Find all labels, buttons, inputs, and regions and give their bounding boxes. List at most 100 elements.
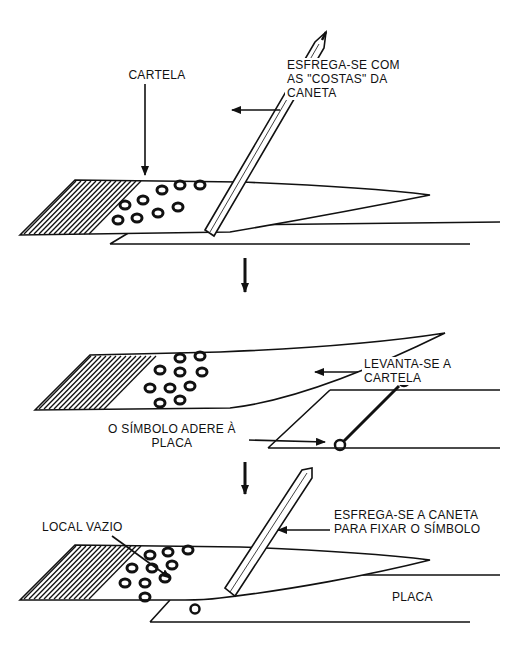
transferred-pad: [191, 605, 200, 614]
caption-label: ESFREGA-SE A CANETA PARA FIXAR O SÍMBOLO: [332, 508, 516, 536]
pad-symbol: [173, 203, 183, 211]
pad-symbol: [167, 561, 177, 569]
stripe: [29, 546, 81, 599]
stripe: [79, 546, 131, 599]
pad-symbol: [140, 593, 150, 601]
stripe: [39, 356, 91, 409]
stripe: [99, 356, 151, 409]
stripe: [29, 181, 81, 234]
pad-symbol: [157, 186, 167, 194]
stripe: [64, 356, 116, 409]
stripe: [64, 181, 116, 234]
pad-symbol: [155, 399, 165, 407]
stripe: [84, 546, 136, 599]
plate-edge: [330, 389, 500, 391]
pen: [225, 468, 312, 596]
caption-label: LOCAL VAZIO: [40, 520, 144, 534]
stripe: [39, 181, 91, 234]
caption-label: LEVANTA-SE A CARTELA: [362, 357, 471, 385]
stripe: [24, 181, 76, 234]
pad-symbol: [138, 196, 148, 204]
pad-symbol: [155, 366, 165, 374]
pad-symbol: [175, 396, 185, 404]
pad-symbol: [127, 564, 137, 572]
leader-line: [315, 371, 358, 373]
stripe: [94, 356, 146, 409]
stripe: [44, 356, 96, 409]
pad-symbol: [132, 214, 142, 222]
stripe: [59, 181, 111, 234]
stripe: [89, 181, 141, 234]
pad-symbols: [113, 181, 205, 224]
transfer-sheet: [20, 545, 430, 600]
pad-symbol: [163, 548, 173, 556]
pad-symbol: [145, 551, 155, 559]
stripe: [69, 181, 121, 234]
transferred-track: [344, 386, 399, 441]
stripe: [54, 356, 106, 409]
pad-symbol: [153, 209, 163, 217]
stripe: [49, 356, 101, 409]
transferred-pad: [335, 440, 345, 450]
pad-symbol: [197, 368, 207, 376]
pad-symbol: [195, 352, 205, 360]
caption-label: O SÍMBOLO ADERE À PLACA: [95, 422, 249, 450]
plate-edge: [268, 390, 500, 448]
pad-symbol: [120, 579, 130, 587]
pad-symbol: [175, 354, 185, 362]
pad-symbols: [145, 352, 207, 407]
stripe: [59, 546, 111, 599]
pad-symbol: [113, 216, 123, 224]
stripe: [74, 356, 126, 409]
step-arrow: [244, 258, 247, 292]
stripe: [74, 546, 126, 599]
stripe: [49, 546, 101, 599]
pen-line: [230, 473, 307, 592]
pad-symbol: [145, 384, 155, 392]
leader-line: [278, 529, 330, 531]
stripe: [34, 546, 86, 599]
pen-tip: [322, 32, 326, 40]
stripe: [89, 546, 141, 599]
panel-fix: [20, 468, 500, 622]
stripe: [49, 181, 101, 234]
stripe: [104, 356, 156, 409]
pad-symbol: [165, 384, 175, 392]
pad-symbol: [185, 382, 195, 390]
stripe: [89, 356, 141, 409]
stripe: [74, 181, 126, 234]
stripe: [69, 546, 121, 599]
stripe: [34, 181, 86, 234]
pad-symbol: [175, 368, 185, 376]
panel-rub: [20, 32, 500, 244]
leader-line: [112, 536, 170, 578]
stripe: [39, 546, 91, 599]
pad-symbol: [120, 201, 130, 209]
pad-symbol: [195, 181, 205, 189]
caption-label: CARTELA: [120, 68, 194, 82]
leader-line: [248, 440, 325, 442]
stripe: [84, 181, 136, 234]
stripe: [44, 181, 96, 234]
panel-lift: [35, 333, 500, 450]
stripe: [59, 356, 111, 409]
step-arrow: [244, 462, 247, 494]
stripe: [24, 546, 76, 599]
stripe: [79, 356, 131, 409]
pad-symbols: [120, 546, 193, 601]
stripe: [69, 356, 121, 409]
sheet-stripes: [24, 181, 141, 234]
pad-symbol: [183, 546, 193, 554]
sheet-stripes: [24, 546, 141, 599]
stripe: [44, 546, 96, 599]
caption-label: ESFREGA-SE COM AS "COSTAS" DA CANETA: [285, 58, 419, 100]
stripe: [79, 181, 131, 234]
stripe: [84, 356, 136, 409]
leader-line: [144, 84, 146, 175]
sheet-stripes: [39, 356, 156, 409]
stripe: [64, 546, 116, 599]
leader-line: [232, 109, 280, 111]
caption-label: PLACA: [390, 590, 454, 604]
pad-symbol: [175, 181, 185, 189]
